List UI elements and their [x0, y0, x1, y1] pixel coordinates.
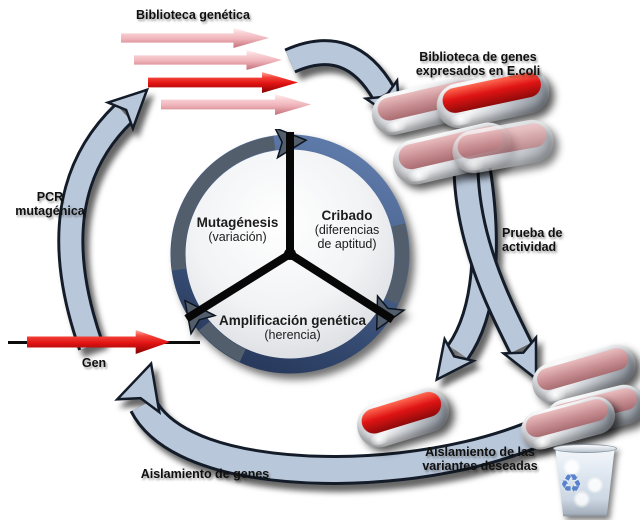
recycle-bin-icon: ♻ [552, 444, 618, 517]
activity-test-arrow-discard [452, 169, 538, 382]
segment-subtitle: (variación) [208, 230, 267, 245]
gene-label: Gen [81, 356, 107, 370]
variant-isolation-label: Aislamiento de las variantes deseadas [422, 445, 538, 474]
recycle-bin-cup [555, 448, 615, 517]
activity-test-label: Prueba de actividad [502, 226, 563, 255]
recycle-symbol-icon: ♻ [559, 469, 583, 498]
segment-subtitle: (herencia) [264, 328, 321, 343]
gene-isolation-arrow [114, 360, 555, 485]
expressed-library-label: Biblioteca de genes expresados en E.coli [415, 50, 541, 79]
wheel-dividers [184, 132, 396, 323]
evolution-cycle-wheel [170, 129, 410, 374]
segment-name: Amplificación genética [218, 313, 367, 328]
mutagenic-pcr-arrow [57, 87, 150, 351]
segment-amplification: Amplificación genética (herencia) [200, 313, 385, 342]
segment-subtitle: de aptitud) [317, 237, 377, 252]
segment-name: Cribado [321, 208, 373, 223]
genetic-library-label: Biblioteca genética [136, 8, 250, 22]
segment-subtitle: (diferencias [314, 223, 380, 238]
segment-name: Mutagénesis [196, 215, 279, 230]
segment-mutagenesis: Mutagénesis (variación) [170, 215, 305, 244]
gene-isolation-label: Aislamiento de genes [140, 467, 270, 481]
wheel-cycle-arrows [171, 136, 409, 362]
mutagenic-pcr-label: PCR mutagénica [15, 190, 85, 219]
segment-screening: Cribado (diferencias de aptitud) [287, 208, 407, 251]
recycle-bin-rim [553, 444, 617, 453]
